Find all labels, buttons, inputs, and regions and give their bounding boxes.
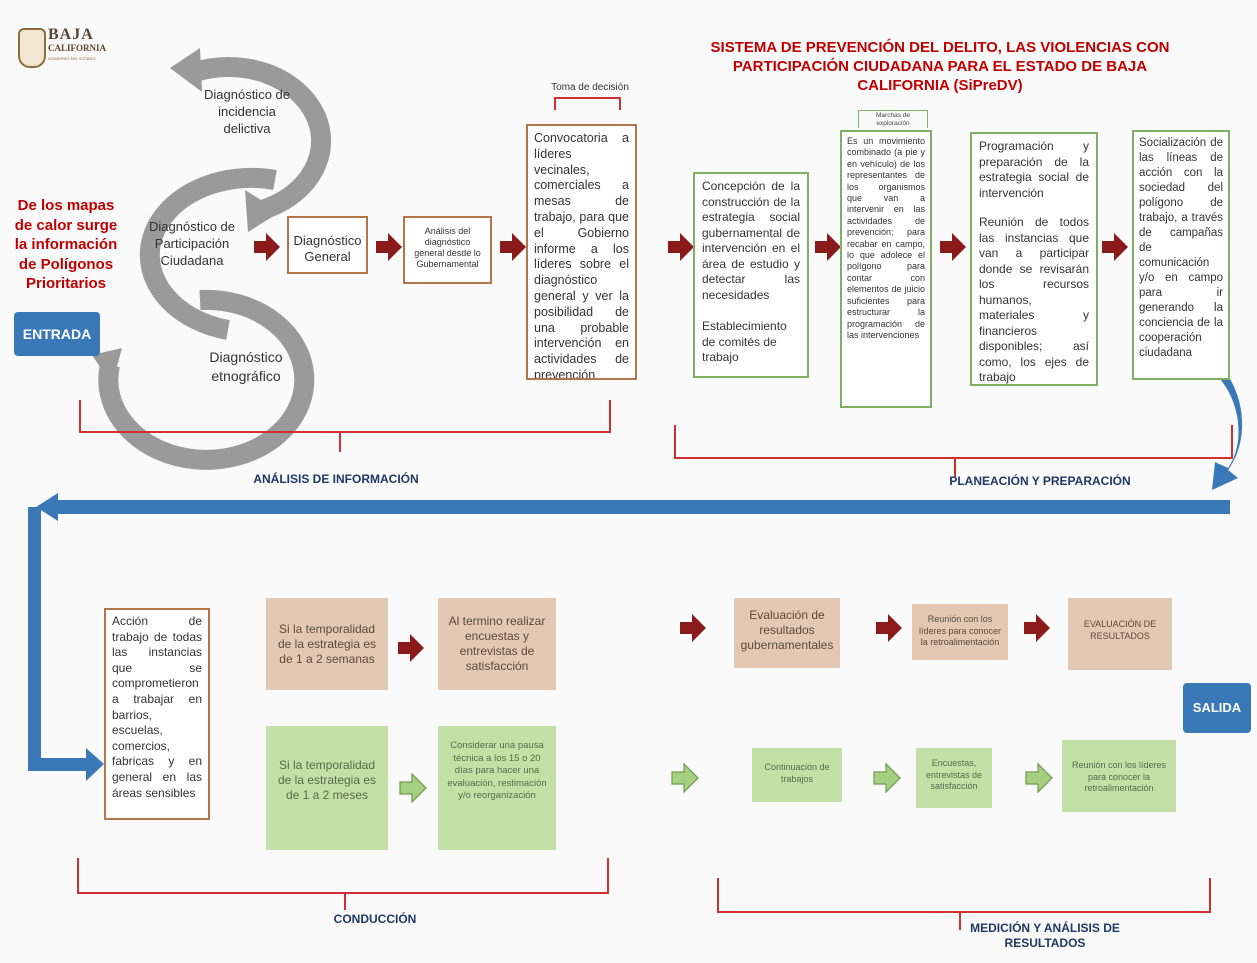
red-arrows xyxy=(254,233,1128,662)
cycle-arrows xyxy=(98,57,332,470)
logo-line1: BAJA xyxy=(48,26,94,43)
stage-planeacion: PLANEACIÓN Y PREPARACIÓN xyxy=(949,474,1131,488)
encuestas-box: Encuestas, entrevistas de satisfacción xyxy=(916,748,992,808)
arrow-r10 xyxy=(876,614,902,642)
arrow-g4 xyxy=(1025,762,1053,794)
arrow-r1 xyxy=(254,233,280,261)
page-title: SISTEMA DE PREVENCIÓN DEL DELITO, LAS VI… xyxy=(710,39,1170,94)
evaluacion-gub-box: Evaluación de resultados gubernamentales xyxy=(734,598,840,668)
marchas-box: Es un movimiento combinado (a pie y en v… xyxy=(840,130,932,408)
arrow-r11 xyxy=(1024,614,1050,642)
toma-decision-label: Toma de decisión xyxy=(551,82,629,93)
arrow-r2 xyxy=(376,233,402,261)
arrow-r4 xyxy=(668,233,694,261)
reunion-lideres-2-box: Reunión con los líderes para conocer la … xyxy=(1062,740,1176,812)
convocatoria-box: Convocatoria a líderes vecinales, comerc… xyxy=(526,124,637,380)
arrow-r7 xyxy=(1102,233,1128,261)
bracket-medicion xyxy=(717,878,1211,930)
arrow-r9 xyxy=(680,614,706,642)
comites-text: Establecimiento de comités de trabajo xyxy=(702,319,787,364)
arrow-r6 xyxy=(940,233,966,261)
stage-medicion: MEDICIÓN Y ANÁLISIS DE RESULTADOS xyxy=(970,921,1120,950)
blue-left-arrowhead xyxy=(36,493,58,521)
bracket-planeacion xyxy=(674,425,1233,478)
circle-arrow-2 xyxy=(139,167,277,340)
green-arrows xyxy=(399,762,1053,804)
blue-horizontal-bar xyxy=(55,500,1230,514)
concepcion-box: Concepción de la construcción de la estr… xyxy=(693,172,809,378)
blue-curve-arrow xyxy=(1200,352,1243,490)
circle-arrowhead-3 xyxy=(92,348,122,385)
temporalidad-semanas-box: Si la temporalidad de la estrategia es d… xyxy=(266,598,388,690)
salida-button: SALIDA xyxy=(1183,683,1251,733)
concepcion-text: Concepción de la construcción de la estr… xyxy=(702,179,800,302)
blue-right-arrowhead xyxy=(86,748,104,781)
al-termino-box: Al termino realizar encuestas y entrevis… xyxy=(438,598,556,690)
arrow-g2 xyxy=(671,762,699,794)
continuacion-box: Continuación de trabajos xyxy=(752,748,842,802)
circle-label-etnografico: Diagnóstico etnográfico xyxy=(209,349,283,384)
blue-bottom-bar xyxy=(28,758,88,771)
reunion-lideres-box: Reunión con los líderes para conocer la … xyxy=(912,604,1008,660)
arrow-g1 xyxy=(399,772,427,804)
stage-conduccion: CONDUCCIÓN xyxy=(333,912,417,926)
circle-arrowhead-1 xyxy=(245,190,280,232)
logo-line2: CALIFORNIA xyxy=(48,43,107,53)
circle-label-incidencia: Diagnóstico de incidencia delictiva xyxy=(204,87,290,136)
blue-vertical-bar xyxy=(28,507,41,769)
analisis-box: Análisis del diagnóstico general desde l… xyxy=(403,216,492,284)
circle-label-participacion: Diagnóstico de Participación Ciudadana xyxy=(149,219,235,268)
circle-arrow-3 xyxy=(98,289,315,470)
programacion-text: Programación y preparación de la estrate… xyxy=(979,139,1089,200)
arrow-g3 xyxy=(873,762,901,794)
diagnostico-general-box: Diagnóstico General xyxy=(287,216,368,274)
stage-analisis-informacion: ANÁLISIS DE INFORMACIÓN xyxy=(253,472,419,486)
logo-seal-icon xyxy=(18,28,46,68)
temporalidad-meses-box: Si la temporalidad de la estrategia es d… xyxy=(266,726,388,850)
circle-arrow-1 xyxy=(192,57,332,220)
accion-box: Acción de trabajo de todas las instancia… xyxy=(104,608,210,820)
blue-flow xyxy=(28,352,1243,781)
arrow-r8 xyxy=(398,634,424,662)
evaluacion-resultados-box: EVALUACIÓN DE RESULTADOS xyxy=(1068,598,1172,670)
logo-line3: GOBIERNO DEL ESTADO xyxy=(48,56,96,61)
left-heading: De los mapas de calor surge la informaci… xyxy=(14,197,118,292)
logo: BAJA CALIFORNIA GOBIERNO DEL ESTADO xyxy=(18,26,108,70)
brackets xyxy=(77,97,1233,930)
entrada-button: ENTRADA xyxy=(14,312,100,356)
reunion-instancias-text: Reunión de todos las instancias que van … xyxy=(979,215,1089,384)
marchas-label: Marchas de exploración xyxy=(858,110,928,128)
socializacion-box: Socialización de las líneas de acción co… xyxy=(1132,130,1230,380)
bracket-analisis xyxy=(79,400,611,452)
programacion-box: Programación y preparación de la estrate… xyxy=(970,132,1098,386)
arrow-r5 xyxy=(815,233,841,261)
circle-arrowhead-2 xyxy=(170,48,202,92)
bracket-conduccion xyxy=(77,858,609,910)
arrow-r3 xyxy=(500,233,526,261)
considerar-pausa-box: Considerar una pausa técnica a los 15 o … xyxy=(438,726,556,850)
bracket-toma-decision xyxy=(554,97,621,110)
